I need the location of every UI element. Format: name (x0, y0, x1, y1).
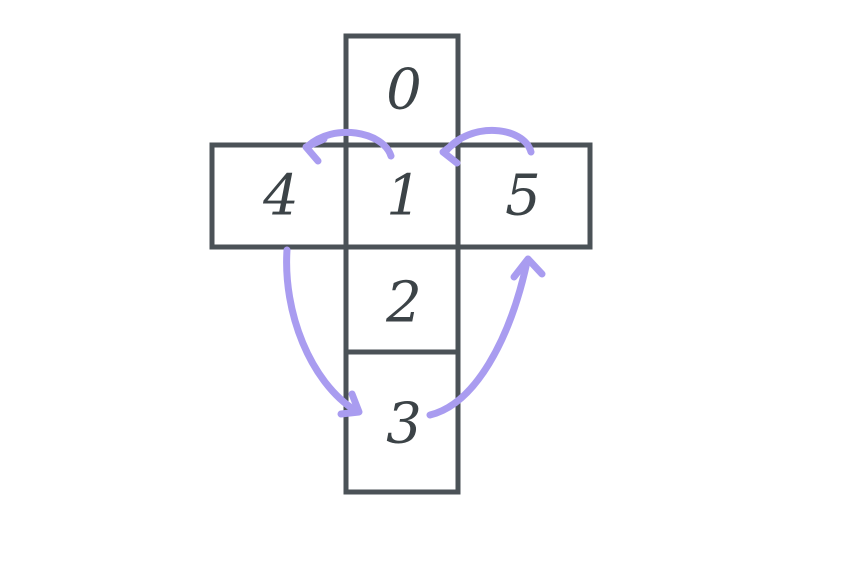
arrow-4-to-3 (283, 246, 363, 418)
cell-labels: 0 4 1 5 2 3 (262, 58, 541, 457)
arrow-1-to-4 (302, 129, 395, 165)
cell-label-0: 0 (386, 58, 422, 123)
cell-backgrounds (212, 36, 590, 492)
cell-background-5 (458, 145, 590, 247)
cell-background-1 (346, 145, 458, 247)
cell-background-0 (346, 36, 458, 145)
cell-label-1: 1 (386, 164, 422, 229)
arrow-4-to-3-curve (283, 246, 360, 415)
cell-label-2: 2 (385, 271, 422, 336)
grid-cell-0-outline (343, 33, 461, 148)
arrow-3-to-5 (426, 255, 546, 419)
cell-background-2 (346, 247, 458, 352)
cell-background-3 (346, 352, 458, 492)
grid-cell-3-outline (343, 349, 461, 495)
cell-label-4: 4 (262, 164, 299, 229)
arrow-3-to-5-curve (426, 258, 531, 419)
cell-label-5: 5 (505, 164, 541, 229)
arrow-4-to-3-head-icon (337, 390, 363, 418)
arrow-3-to-5-head-icon (510, 255, 546, 281)
cell-label-3: 3 (386, 392, 422, 457)
rotation-arrows (283, 126, 546, 419)
arrow-5-to-1-head-icon (439, 136, 463, 167)
arrow-1-to-4-head-icon (302, 135, 328, 165)
cell-background-4 (212, 145, 346, 247)
grid-cell-2-outline (343, 244, 461, 355)
arrow-5-to-1 (439, 126, 535, 167)
